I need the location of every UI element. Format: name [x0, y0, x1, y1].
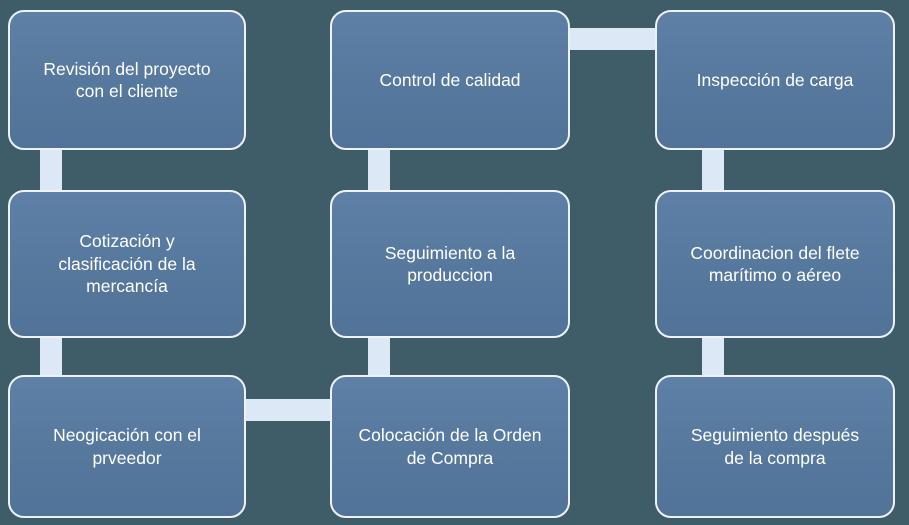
connector-col2-row1-row2 [368, 145, 390, 195]
flow-step-coordinacion-flete: Coordinacion del flete marítimo o aéreo [655, 190, 895, 338]
flow-step-colocacion-orden-compra: Colocación de la Orden de Compra [330, 375, 570, 518]
flow-step-revision-proyecto: Revisión del proyecto con el cliente [8, 10, 246, 150]
flow-step-negociacion-proveedor: Neogicación con el prveedor [8, 375, 246, 518]
flow-step-inspeccion-carga: Inspección de carga [655, 10, 895, 150]
flow-step-label: Colocación de la Orden de Compra [358, 425, 542, 468]
flow-step-label: Revisión del proyecto con el cliente [43, 58, 211, 101]
flow-step-seguimiento-despues-compra: Seguimiento después de la compra [655, 375, 895, 518]
connector-col2-row2-row3 [368, 333, 390, 381]
connector-bottom-col1-col2 [241, 399, 335, 421]
connector-col3-row2-row3 [702, 333, 724, 381]
flow-step-label: Control de calidad [379, 69, 521, 90]
connector-col3-row1-row2 [702, 145, 724, 195]
flow-step-seguimiento-produccion: Seguimiento a la produccion [330, 190, 570, 338]
flow-step-label: Coordinacion del flete marítimo o aéreo [690, 242, 860, 285]
flow-step-label: Seguimiento a la produccion [384, 242, 516, 285]
connector-col1-row1-row2 [40, 145, 62, 195]
flow-step-label: Cotización y clasificación de la mercanc… [58, 231, 196, 297]
flow-step-control-calidad: Control de calidad [330, 10, 570, 150]
connector-top-col2-col3 [565, 28, 660, 50]
flow-step-cotizacion-clasificacion: Cotización y clasificación de la mercanc… [8, 190, 246, 338]
flow-step-label: Seguimiento después de la compra [690, 425, 860, 468]
connector-col1-row2-row3 [40, 333, 62, 381]
flow-step-label: Neogicación con el prveedor [53, 425, 201, 468]
flow-step-label: Inspección de carga [696, 69, 854, 90]
